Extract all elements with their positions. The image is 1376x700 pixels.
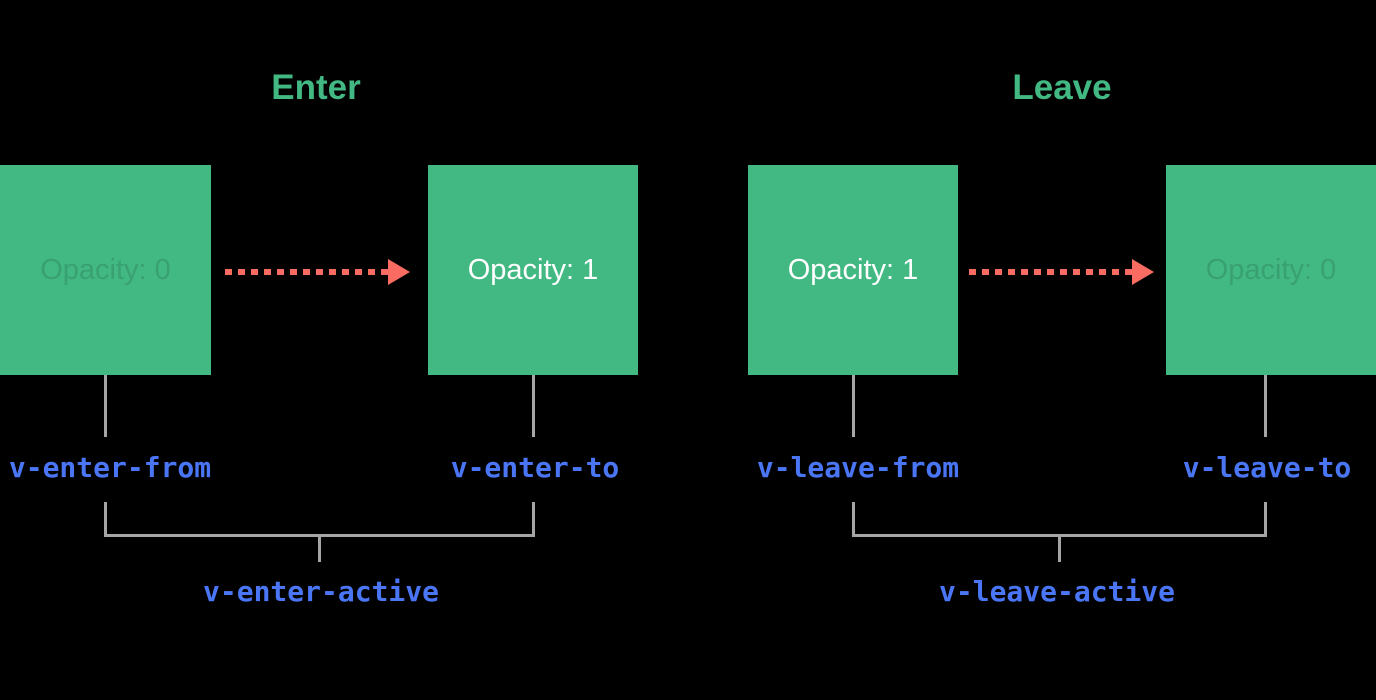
enter-to-box: Opacity: 1 bbox=[428, 165, 638, 375]
connector-line bbox=[1263, 375, 1267, 437]
bracket-drop-line bbox=[317, 537, 321, 562]
leave-from-box-label: Opacity: 1 bbox=[787, 253, 919, 286]
connector-line bbox=[103, 375, 107, 437]
leave-active-bracket bbox=[851, 502, 1267, 537]
connector-line bbox=[851, 375, 855, 437]
enter-from-box-label: Opacity: 0 bbox=[40, 253, 171, 286]
enter-active-class-label: v-enter-active bbox=[202, 575, 440, 608]
leave-to-box-label: Opacity: 0 bbox=[1205, 253, 1337, 286]
arrowhead-icon bbox=[1132, 259, 1154, 285]
leave-from-class-label: v-leave-from bbox=[756, 451, 960, 484]
leave-active-class-label: v-leave-active bbox=[938, 575, 1176, 608]
leave-section-title: Leave bbox=[1012, 68, 1112, 107]
leave-to-box: Opacity: 0 bbox=[1166, 165, 1376, 375]
enter-from-box: Opacity: 0 bbox=[0, 165, 211, 375]
arrowhead-icon bbox=[388, 259, 410, 285]
connector-line bbox=[531, 375, 535, 437]
leave-from-box: Opacity: 1 bbox=[748, 165, 958, 375]
bracket-drop-line bbox=[1057, 537, 1061, 562]
dashed-right-arrow-icon bbox=[969, 269, 1132, 275]
enter-active-bracket bbox=[103, 502, 535, 537]
enter-from-class-label: v-enter-from bbox=[8, 451, 212, 484]
enter-section-title: Enter bbox=[271, 68, 361, 107]
enter-to-box-label: Opacity: 1 bbox=[467, 253, 599, 286]
leave-to-class-label: v-leave-to bbox=[1182, 451, 1352, 484]
dashed-right-arrow-icon bbox=[225, 269, 388, 275]
enter-to-class-label: v-enter-to bbox=[450, 451, 620, 484]
